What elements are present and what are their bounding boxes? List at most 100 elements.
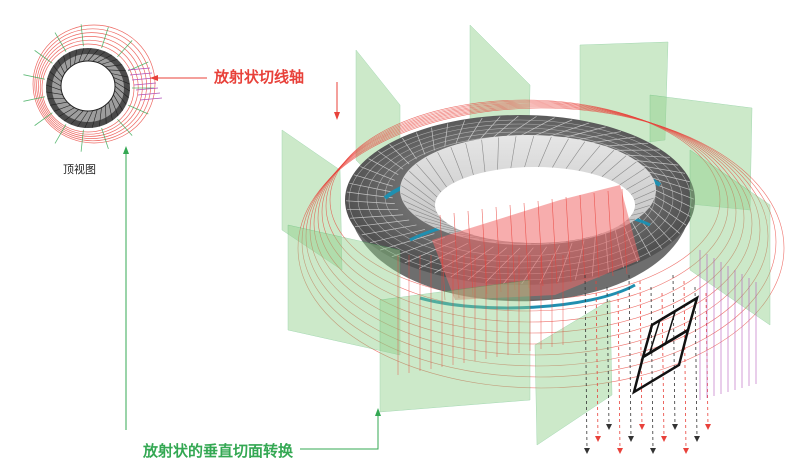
dashed-arrowhead <box>694 436 700 442</box>
shell-facet-line <box>402 137 417 160</box>
purple-section-lines <box>699 250 757 400</box>
top-view-purple-line <box>133 82 157 86</box>
top-view-radial-line <box>117 118 133 136</box>
top-view-facet-line <box>105 64 123 68</box>
shell-facet-line <box>389 144 410 165</box>
top-view-red-rings <box>32 24 156 144</box>
dashed-arrow-line <box>694 286 698 439</box>
dashed-arrow-line <box>672 274 676 427</box>
top-view-facet-line <box>114 90 127 105</box>
inner-facet-line <box>626 175 651 190</box>
top-view-facet-line <box>114 81 131 92</box>
top-view-red-ring <box>34 28 152 142</box>
top-view-radial-line <box>34 112 53 126</box>
red-section-line <box>439 214 446 301</box>
top-view-opening <box>60 60 116 112</box>
dashed-arrow-line <box>584 274 588 451</box>
top-view-facet-line <box>57 59 65 74</box>
shell-facet-line <box>455 120 465 144</box>
shell-facet-line <box>380 233 435 251</box>
top-view-facet-line <box>99 107 102 127</box>
radial-vertical-section-label: 放射状的垂直切面转换 <box>143 442 294 460</box>
red-section-line <box>523 202 530 289</box>
green-plane <box>379 279 531 413</box>
main-3d-view <box>281 24 785 454</box>
teal-band-base <box>419 283 636 310</box>
top-view-facet-line <box>69 51 71 67</box>
shell-facet-line <box>361 224 417 236</box>
inner-facet-line <box>416 163 442 193</box>
top-view-facet-line <box>78 48 85 63</box>
inner-facet-line <box>408 170 438 198</box>
shell-facet-line <box>350 214 404 219</box>
top-view-purple-line <box>137 92 161 96</box>
dashed-arrowhead <box>661 436 667 442</box>
shell-facet-line <box>467 117 483 142</box>
green-plane <box>287 224 401 356</box>
top-view-facet-line <box>105 105 107 125</box>
top-view-facet-line <box>97 54 112 63</box>
inner-facet-line <box>425 157 447 188</box>
inner-facet-line <box>465 142 474 176</box>
section-leader-arrowhead <box>123 146 129 154</box>
top-view-radial-line <box>23 74 46 80</box>
red-section-line <box>579 194 586 281</box>
top-view-facet-line <box>77 110 89 127</box>
top-view-purple-line <box>127 67 151 71</box>
green-section-planes-front <box>287 149 771 446</box>
inner-facet-line <box>401 185 436 208</box>
ring-leader-arrowhead <box>334 112 340 120</box>
inner-facet-line <box>510 136 517 169</box>
top-view-radial-line <box>128 104 149 115</box>
red-section-line <box>453 212 460 299</box>
inner-facet-line <box>497 137 499 170</box>
red-section-line <box>509 204 516 291</box>
top-view-facet-line <box>83 47 92 62</box>
radial-tangent-axis-label: 放射状切线轴 <box>214 68 305 86</box>
top-view-facet-line <box>50 101 68 106</box>
top-view-radial-line <box>101 27 109 49</box>
top-view-facet-line <box>101 59 118 65</box>
section-leader-right-arrowhead <box>375 408 381 416</box>
inner-facet-line <box>481 139 486 173</box>
shell-facet-line <box>354 219 410 228</box>
dashed-arrow-line <box>650 286 654 451</box>
top-view-facet-line <box>64 109 79 122</box>
shell-facet-line <box>493 115 519 138</box>
inner-facet-line <box>619 168 645 186</box>
black-parallelogram-grid <box>632 295 700 395</box>
inner-facet-line <box>450 146 464 179</box>
dashed-arrowhead <box>705 424 711 430</box>
inner-facet-line <box>415 214 455 228</box>
top-view-radial-line <box>23 96 46 102</box>
top-view-label: 顶视图 <box>63 163 96 176</box>
top-view-facet-line <box>70 110 84 125</box>
shell-facet-line <box>349 182 393 193</box>
top-view-facet-line <box>91 109 98 128</box>
green-plane <box>534 299 613 446</box>
shell-facet-line <box>480 116 501 139</box>
dashed-arrowhead <box>672 424 678 430</box>
top-view-facet-line <box>108 102 113 121</box>
dashed-arrowhead <box>617 448 623 454</box>
shell-facet-line <box>345 200 395 204</box>
top-view-facet-line <box>63 55 68 71</box>
dashed-arrow-line <box>617 292 621 451</box>
red-ring <box>317 102 745 334</box>
dashed-arrow-line <box>606 286 610 427</box>
top-view-purple-line <box>135 87 159 91</box>
top-view-radial-line <box>80 129 84 152</box>
shell-facet-line <box>644 203 680 234</box>
shell-facet-line <box>360 166 395 181</box>
top-view-red-ring <box>39 39 139 135</box>
shell-facet-line <box>370 229 425 244</box>
green-plane <box>689 149 771 326</box>
top-view-radial-lines <box>23 24 154 152</box>
dashed-arrowhead <box>683 448 689 454</box>
dashed-arrow-line <box>683 280 687 451</box>
shell-underside <box>345 200 695 302</box>
shell-facet-line <box>519 117 555 137</box>
red-section-line <box>537 200 544 287</box>
top-view-facet-line <box>84 110 93 129</box>
red-section-line <box>593 192 600 279</box>
